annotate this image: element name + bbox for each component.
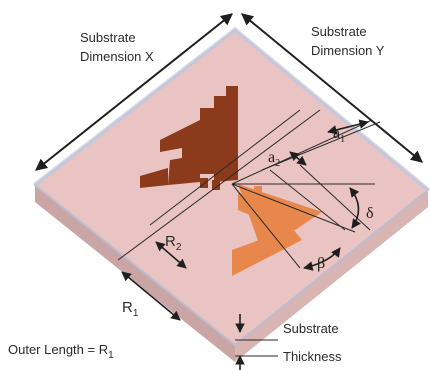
delta-label: δ — [366, 205, 374, 222]
dark-patch-tooth-2 — [212, 180, 220, 190]
a2-arrow — [289, 151, 307, 166]
substrate-thickness-line1: Substrate — [283, 321, 339, 336]
dimension-x-arrow — [35, 13, 233, 171]
dark-patch-tail — [140, 168, 168, 188]
light-patch-triangle — [238, 184, 322, 252]
substrate-y-label-line1: Substrate — [311, 24, 367, 39]
r2-arrow — [155, 241, 187, 269]
small-dimension-arrows — [121, 119, 369, 370]
thickness-guides — [235, 339, 278, 357]
dimension-arrows — [35, 13, 423, 171]
substrate-thickness-line2: Thickness — [283, 349, 342, 364]
substrate-block — [33, 26, 430, 362]
light-patch-stub-2 — [254, 186, 262, 194]
r1-label: R1 — [122, 299, 139, 319]
substrate-x-label-line2: Dimension X — [80, 49, 154, 64]
beta-label: β — [317, 255, 325, 272]
light-patch-stub-1 — [238, 198, 248, 208]
substrate-x-label-line1: Substrate — [80, 30, 136, 45]
substrate-side-right — [235, 190, 428, 362]
r2-label: R2 — [165, 233, 182, 253]
parallel-line-1 — [269, 169, 346, 231]
substrate-top — [33, 28, 430, 347]
r1-arrow — [121, 271, 181, 321]
light-patch-arm-2 — [232, 228, 302, 276]
dimension-y-arrow — [241, 13, 423, 163]
feed-diagonal-lower — [231, 183, 301, 269]
a1-arrow — [327, 119, 369, 135]
a2-label: a2 — [268, 149, 280, 169]
outer-length-label: Outer Length = R1 — [8, 342, 114, 361]
feed-diagonal-down — [231, 183, 356, 233]
delta-arc — [349, 187, 361, 229]
beta-arc — [303, 247, 341, 271]
substrate-y-label-line2: Dimension Y — [311, 43, 385, 58]
a1-label: a1 — [333, 125, 345, 145]
